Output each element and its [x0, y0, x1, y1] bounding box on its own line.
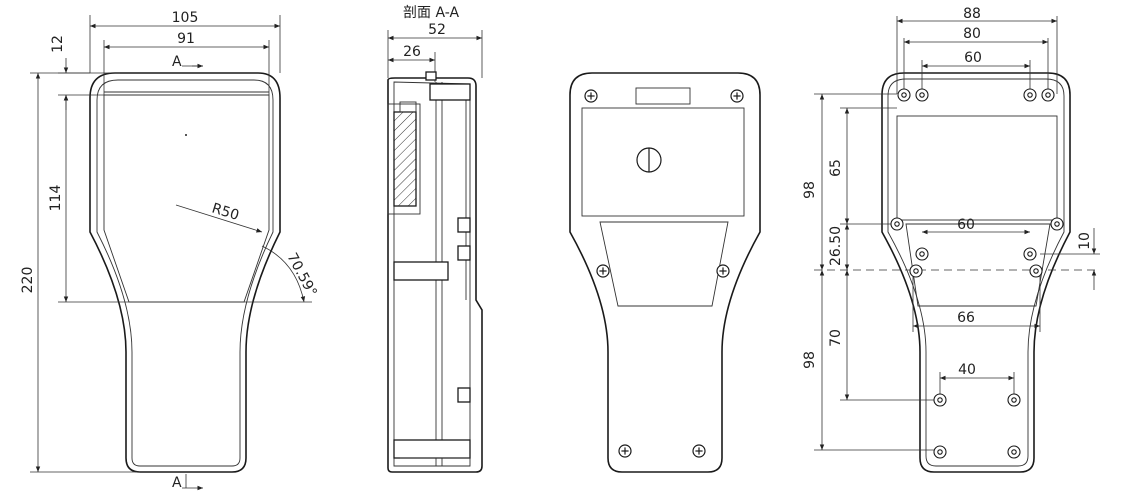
dim-70: 70	[828, 329, 844, 347]
mounting-hole-icon	[1029, 264, 1043, 278]
mounting-hole-icon	[915, 88, 929, 102]
section-mark-bottom: A	[172, 475, 182, 491]
mounting-view-outline	[881, 72, 1071, 473]
mounting-hole-icon	[1007, 393, 1021, 407]
cover-screw-icon	[636, 147, 662, 173]
dim-88: 88	[963, 6, 981, 22]
dim-52: 52	[428, 22, 446, 38]
mounting-hole-icon	[915, 247, 929, 261]
dim-60-top: 60	[964, 50, 982, 66]
dim-105: 105	[172, 10, 199, 26]
dim-66: 66	[957, 310, 975, 326]
front-view: 105 91 A 12 114 220 R50 70.59° A	[20, 10, 320, 491]
mounting-hole-icon	[890, 217, 904, 231]
front-view-inner-outline	[96, 79, 274, 467]
dim-40: 40	[958, 362, 976, 378]
back-view	[569, 72, 761, 473]
section-hatched-part	[393, 111, 417, 207]
back-view-battery-cover	[581, 107, 745, 217]
dim-220: 220	[20, 267, 36, 294]
section-outline	[387, 77, 483, 473]
dim-98-lower: 98	[802, 351, 818, 369]
section-mark-top: A	[172, 54, 182, 70]
dim-26-50: 26.50	[828, 226, 844, 266]
mounting-hole-icon	[933, 445, 947, 459]
dim-10: 10	[1077, 232, 1093, 250]
mounting-hole-icon	[1023, 247, 1037, 261]
mounting-hole-icon	[909, 264, 923, 278]
back-view-outline	[569, 72, 761, 473]
mounting-hole-icon	[933, 393, 947, 407]
dim-60-mid: 60	[957, 217, 975, 233]
mounting-view: 88 80 60 98 65 26.50 60 10	[802, 6, 1100, 473]
back-view-lower-recess	[599, 221, 729, 307]
front-view-window	[103, 94, 270, 303]
dim-98-upper: 98	[802, 181, 818, 199]
dim-80: 80	[963, 26, 981, 42]
back-view-label-tab	[635, 87, 691, 105]
front-view-outline	[89, 72, 281, 473]
screw-icon	[730, 89, 744, 103]
mounting-hole-icon	[1007, 445, 1021, 459]
section-title: 剖面 A-A	[403, 5, 459, 21]
screw-layer	[584, 88, 1064, 459]
dim-r50: R50	[210, 201, 241, 224]
mounting-hole-icon	[1023, 88, 1037, 102]
dim-65: 65	[828, 159, 844, 177]
screw-icon	[618, 444, 632, 458]
dim-12: 12	[50, 35, 66, 53]
mounting-hole-icon	[1050, 217, 1064, 231]
mounting-hole-icon	[1041, 88, 1055, 102]
dim-114: 114	[48, 185, 64, 212]
dim-26: 26	[403, 44, 421, 60]
screw-icon	[716, 264, 730, 278]
section-view: 剖面 A-A 52 26	[387, 5, 483, 473]
mounting-view-window	[896, 115, 1058, 221]
screw-icon	[584, 89, 598, 103]
screw-icon	[692, 444, 706, 458]
dim-91: 91	[177, 31, 195, 47]
screw-icon	[596, 264, 610, 278]
mounting-hole-icon	[897, 88, 911, 102]
